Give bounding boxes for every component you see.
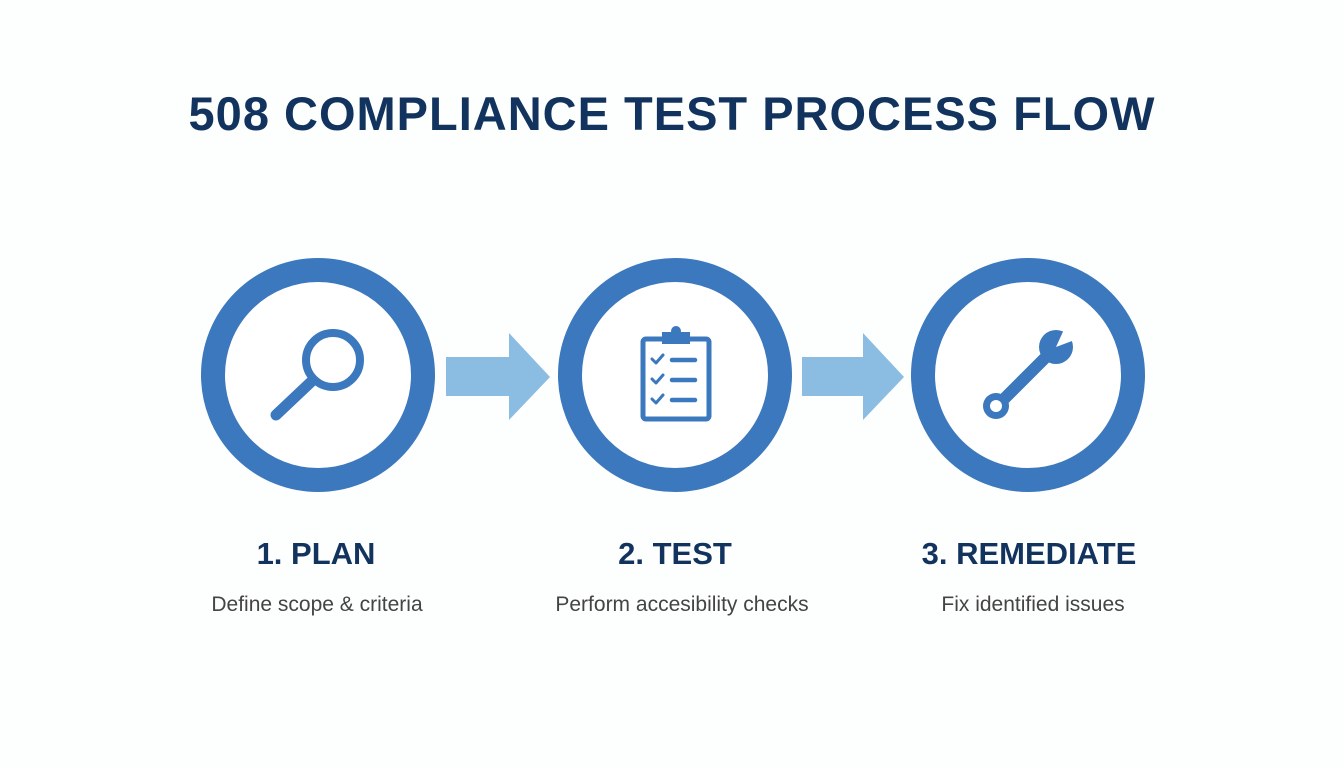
- arrow-right-icon: [802, 333, 904, 420]
- step-3-description: Fix identified issues: [941, 593, 1125, 616]
- step-1-description: Define scope & criteria: [211, 593, 423, 616]
- step-3-title: 3. REMEDIATE: [921, 536, 1137, 571]
- wrench-icon: [983, 325, 1080, 419]
- step-1-title: 1. PLAN: [256, 536, 376, 571]
- step-2-description: Perform accesibility checks: [555, 593, 809, 616]
- arrow-right-icon: [446, 333, 550, 420]
- step-1-ring: [201, 258, 435, 492]
- page-title: 508 COMPLIANCE TEST PROCESS FLOW: [188, 87, 1156, 140]
- step-2-title: 2. TEST: [618, 536, 732, 571]
- magnifying-glass-icon: [270, 329, 364, 421]
- clipboard-checklist-icon: [640, 326, 712, 422]
- step-2-ring: [558, 258, 792, 492]
